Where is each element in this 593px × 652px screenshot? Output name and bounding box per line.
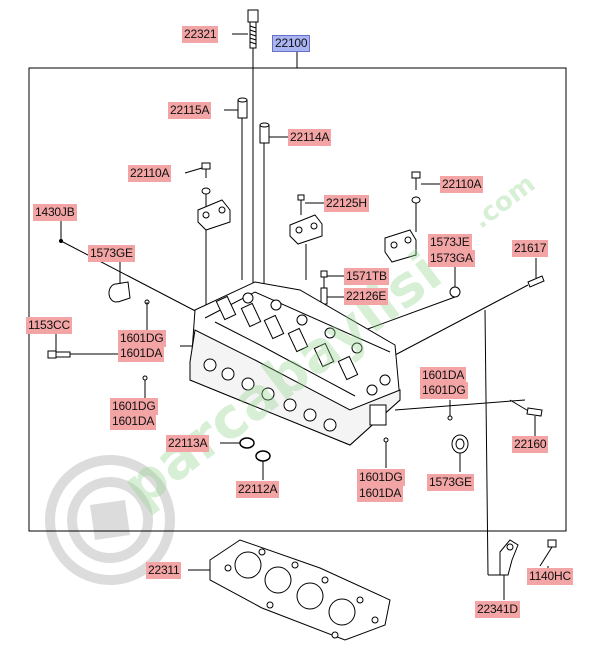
- part-label[interactable]: 22114A: [288, 129, 332, 146]
- part-label[interactable]: 1573GE: [88, 245, 135, 262]
- bearing-caps: [197, 194, 417, 263]
- part-label[interactable]: 1140HC: [527, 568, 573, 585]
- part-label[interactable]: 1601DG: [118, 330, 166, 347]
- part-label[interactable]: 1601DG: [110, 398, 158, 415]
- part-label[interactable]: 1601DG: [357, 469, 405, 486]
- part-label[interactable]: 1601DA: [110, 413, 157, 430]
- part-label[interactable]: 1573JE: [428, 234, 472, 251]
- part-label[interactable]: 22112A: [236, 481, 280, 498]
- part-label[interactable]: 22160: [512, 436, 549, 453]
- part-label[interactable]: 22311: [146, 562, 182, 579]
- part-label[interactable]: 22110A: [128, 165, 172, 182]
- part-label[interactable]: 1601DA: [420, 367, 467, 384]
- part-label[interactable]: 1601DA: [357, 485, 404, 502]
- part-label[interactable]: 22341D: [475, 601, 520, 618]
- part-label[interactable]: 1571TB: [344, 268, 389, 285]
- part-label-main[interactable]: 22100: [272, 35, 311, 52]
- part-label[interactable]: 22115A: [168, 102, 212, 119]
- part-label[interactable]: 1573GE: [427, 474, 474, 491]
- part-label[interactable]: 22110A: [440, 176, 484, 193]
- part-label[interactable]: 22321: [182, 26, 219, 43]
- part-label[interactable]: 1153CC: [26, 317, 72, 334]
- part-label[interactable]: 21617: [512, 240, 549, 257]
- head-gasket: [209, 539, 391, 641]
- part-label[interactable]: 22125H: [324, 195, 369, 212]
- part-label[interactable]: 22113A: [166, 435, 210, 452]
- part-label[interactable]: 1601DA: [118, 345, 165, 362]
- watermark-logo-icon: [45, 455, 175, 585]
- part-label[interactable]: 1430JB: [33, 204, 77, 221]
- part-label[interactable]: 1601DG: [420, 382, 468, 399]
- cylinder-head-body: [189, 281, 401, 446]
- part-label[interactable]: 22126E: [344, 288, 389, 305]
- long-bolt-22321: [247, 9, 259, 290]
- part-label[interactable]: 1573GA: [428, 250, 475, 267]
